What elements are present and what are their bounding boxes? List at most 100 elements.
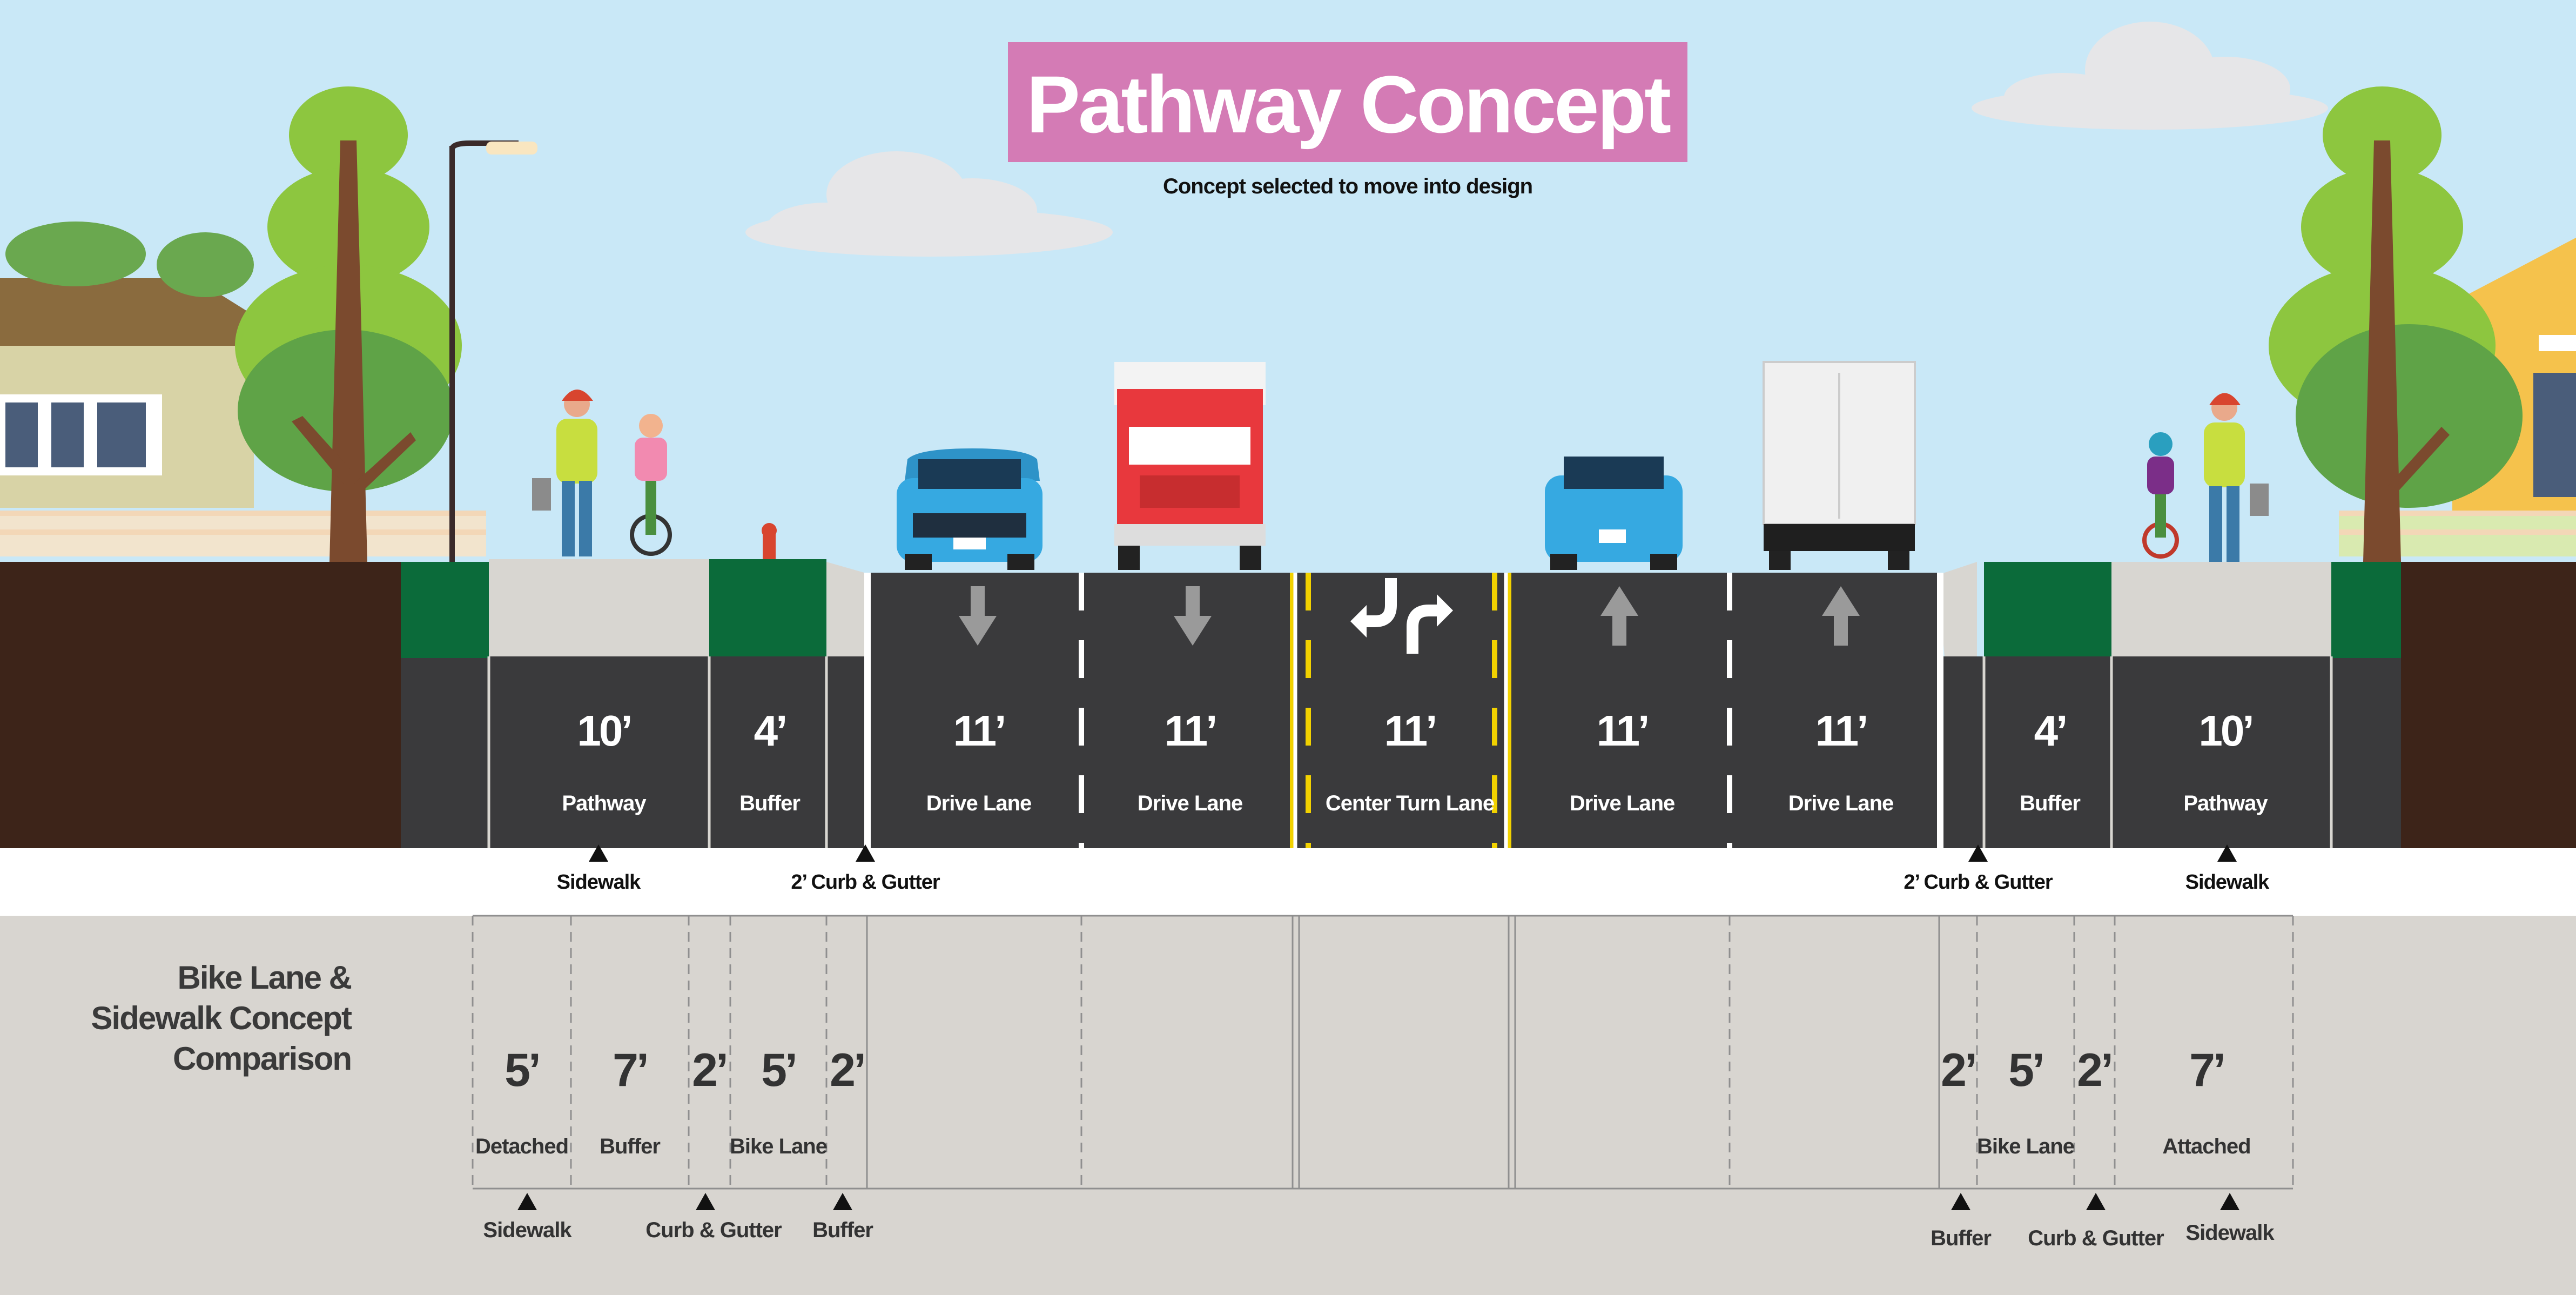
- comparison-title-line-2: Sidewalk Concept: [91, 1000, 352, 1036]
- comparison-callout-arrow-icon: [517, 1193, 537, 1210]
- buffer-green-right: [1984, 562, 2111, 656]
- roadway: [870, 573, 1937, 848]
- comparison-width-label: 2’: [1941, 1044, 1975, 1096]
- comparison-width-label: 5’: [2008, 1044, 2043, 1096]
- comparison-name-label: Attached: [2162, 1135, 2250, 1158]
- callout-label: 2’ Curb & Gutter: [791, 871, 940, 894]
- comparison-callout-label: Buffer: [812, 1218, 873, 1242]
- comparison-name-label: Bike Lane: [1977, 1135, 2074, 1158]
- curb-left: [826, 562, 864, 656]
- buffer-green-left: [709, 559, 826, 656]
- comparison-callouts: Sidewalk Curb & Gutter Buffer Buffer Curb & …: [483, 1193, 2275, 1250]
- comparison-name-label: Bike Lane: [730, 1135, 827, 1158]
- callout-label: Sidewalk: [557, 871, 641, 894]
- lane-width-label: 11’: [953, 707, 1005, 755]
- cloud: [745, 151, 1113, 257]
- lane-name-label: Pathway: [2183, 791, 2268, 815]
- turn-arrow-heads: [1350, 594, 1453, 638]
- soil-right: [2401, 562, 2576, 848]
- title-banner: [1008, 42, 1687, 162]
- edge-line-right: [1937, 573, 1943, 848]
- car-icon: [897, 448, 1042, 570]
- cyclist-icon: [2142, 432, 2179, 559]
- lane-width-label: 10’: [2198, 707, 2252, 755]
- arrow-down-icon: [1174, 586, 1212, 646]
- lane-width-label: 4’: [754, 707, 786, 755]
- callout-label: Sidewalk: [2185, 871, 2270, 894]
- main-callouts: Sidewalk 2’ Curb & Gutter 2’ Curb & Gutter…: [557, 844, 2270, 894]
- pathway-surface-left: [489, 559, 709, 656]
- comparison-name-label: Buffer: [600, 1135, 660, 1158]
- comparison-callout-label: Sidewalk: [2185, 1221, 2275, 1245]
- lane-name-label: Drive Lane: [1788, 791, 1894, 815]
- comparison-callout-label: Buffer: [1931, 1226, 1991, 1250]
- comparison-width-label: 2’: [2077, 1044, 2111, 1096]
- center-yellow-lines: [1290, 573, 1511, 848]
- callout-label: 2’ Curb & Gutter: [1904, 871, 2053, 894]
- edge-line-left: [864, 573, 871, 848]
- comparison-callout-label: Sidewalk: [483, 1218, 572, 1242]
- comparison-title-line-3: Comparison: [173, 1041, 351, 1077]
- callout-arrow-icon: [589, 844, 608, 862]
- section-dividers: [487, 656, 2333, 848]
- cyclist-icon: [630, 414, 672, 556]
- comparison-panel: [0, 916, 2576, 1295]
- car-icon: [1545, 457, 1683, 570]
- truck-icon: [1114, 362, 1266, 570]
- lane-name-label: Drive Lane: [1570, 791, 1675, 815]
- arrow-up-icon: [1822, 586, 1860, 646]
- lane-width-label: 11’: [1597, 707, 1648, 755]
- comparison-callout-label: Curb & Gutter: [645, 1218, 782, 1242]
- comparison-width-label: 7’: [613, 1044, 647, 1096]
- truck-icon: [1763, 361, 1916, 570]
- comparison-callout-arrow-icon: [833, 1193, 852, 1210]
- comparison-width-label: 5’: [761, 1044, 796, 1096]
- page-subtitle: Concept selected to move into design: [1163, 175, 1532, 198]
- pedestrian-icon: [532, 390, 597, 556]
- lane-name-label: Buffer: [2020, 791, 2080, 815]
- callout-arrow-icon: [856, 844, 875, 862]
- lane-width-label: 11’: [1384, 707, 1436, 755]
- lane-width-label: 10’: [577, 707, 630, 755]
- comparison-callout-arrow-icon: [696, 1193, 715, 1210]
- street-light: [449, 140, 537, 562]
- center-white-lines: [1293, 573, 1508, 848]
- comparison-callout-arrow-icon: [1951, 1193, 1970, 1210]
- comparison-labels: 5’ Detached 7’ Buffer 2’ 5’ Bike Lane 2’ 2’ 5’ Bik…: [475, 1044, 2251, 1158]
- lane-name-label: Drive Lane: [926, 791, 1032, 815]
- page-title: Pathway Concept: [1026, 59, 1671, 150]
- comparison-width-label: 5’: [505, 1044, 539, 1096]
- pedestrian-icon: [2204, 393, 2269, 562]
- lane-width-label: 11’: [1815, 707, 1867, 755]
- comparison-name-label: Detached: [475, 1135, 568, 1158]
- lane-width-label: 4’: [2034, 707, 2066, 755]
- lane-name-label: Drive Lane: [1138, 791, 1243, 815]
- lane-name-label: Buffer: [739, 791, 800, 815]
- turn-arrow-icon: [1361, 578, 1440, 654]
- tree-left: [5, 86, 462, 562]
- comparison-callout-arrow-icon: [2220, 1193, 2239, 1210]
- comparison-callout-arrow-icon: [2086, 1193, 2106, 1210]
- curb-right: [1937, 562, 1977, 656]
- cloud: [1972, 22, 2328, 130]
- comparison-width-label: 2’: [692, 1044, 727, 1096]
- buffer-green-left-outer: [401, 562, 489, 658]
- buffer-green-right-outer: [2331, 562, 2401, 658]
- arrow-down-icon: [959, 586, 997, 646]
- comparison-width-label: 2’: [830, 1044, 864, 1096]
- comparison-title-line-1: Bike Lane &: [178, 959, 352, 996]
- tree-right: [2269, 86, 2523, 562]
- center-yellow-dashes: [1306, 573, 1497, 848]
- main-lane-labels: 10’ Pathway 4’ Buffer 11’ Drive Lane 11’ Drive …: [562, 707, 2269, 815]
- callout-strip: [0, 848, 2576, 916]
- comparison-width-label: 7’: [2189, 1044, 2224, 1096]
- comparison-grid: [472, 915, 2294, 1190]
- soil-left: [0, 562, 401, 848]
- comparison-title: Bike Lane & Sidewalk Concept Comparison: [91, 959, 353, 1077]
- callout-arrow-icon: [2217, 844, 2237, 862]
- fence-left: [0, 511, 486, 535]
- lane-dashes: [1079, 573, 1732, 848]
- comparison-callout-label: Curb & Gutter: [2028, 1226, 2164, 1250]
- arrow-up-icon: [1600, 586, 1638, 646]
